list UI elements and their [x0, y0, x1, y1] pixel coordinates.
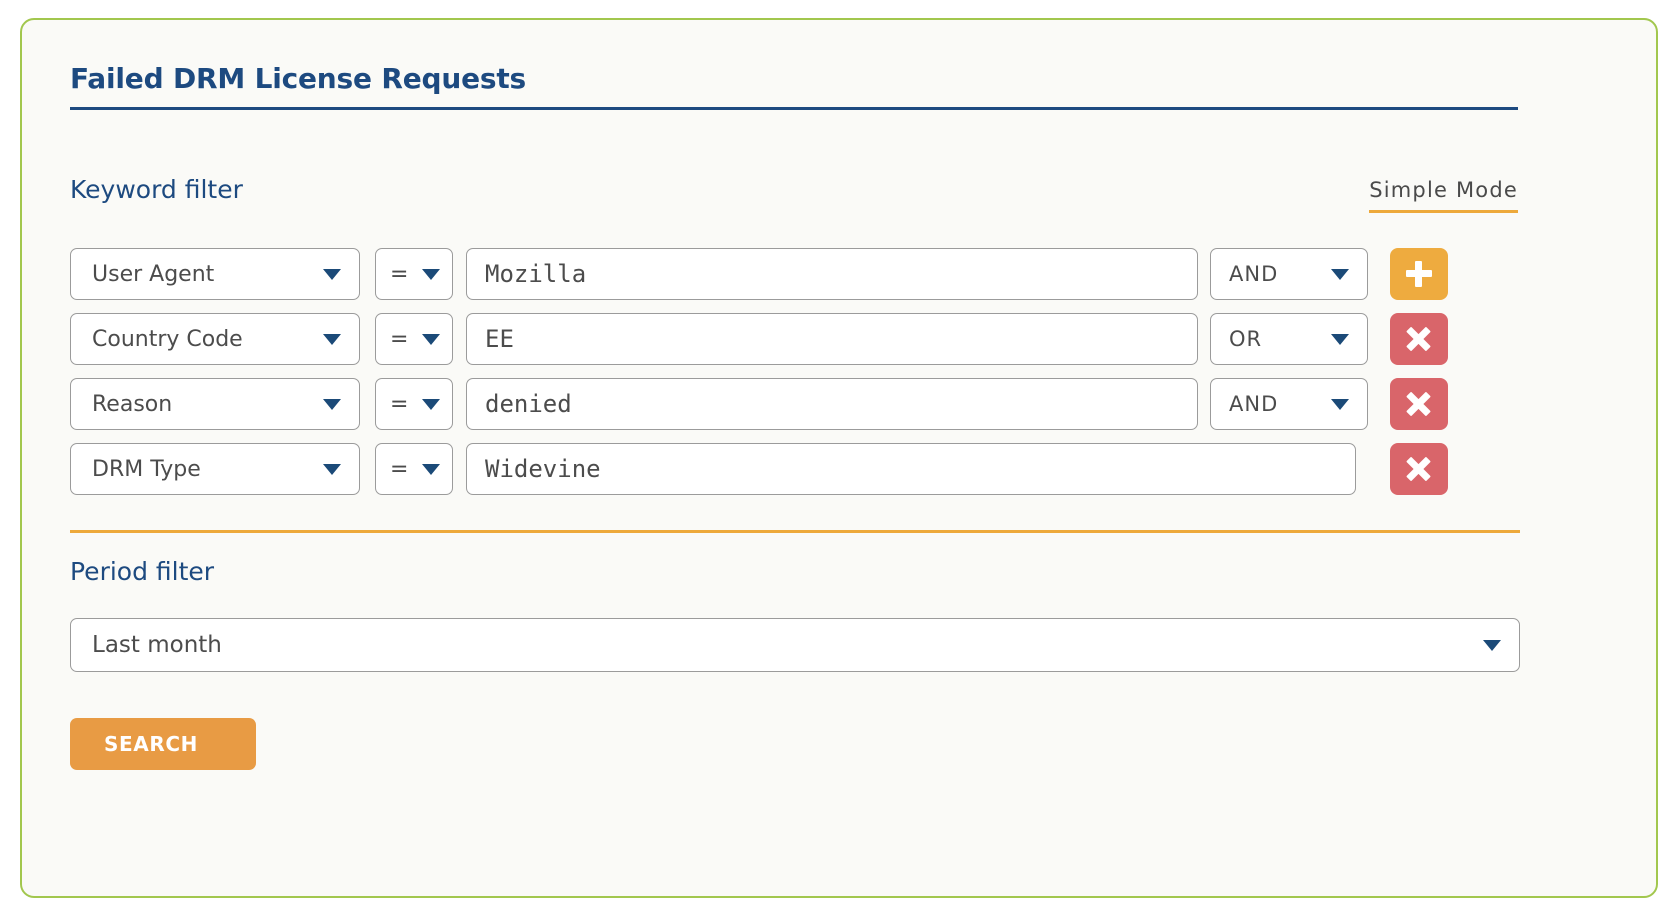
operator-select-label-2: =	[390, 391, 409, 417]
field-select-3[interactable]: DRM Type	[70, 443, 360, 495]
remove-filter-button-2[interactable]	[1390, 378, 1448, 430]
value-input-1[interactable]: EE	[466, 313, 1198, 365]
period-filter-label: Period filter	[70, 557, 215, 586]
logic-select-label-2: AND	[1229, 392, 1279, 416]
operator-select-label-1: =	[390, 326, 409, 352]
value-input-text-3: Widevine	[485, 455, 601, 483]
chevron-down-icon	[422, 463, 440, 475]
chevron-down-icon	[1331, 268, 1349, 280]
operator-select-1[interactable]: =	[375, 313, 453, 365]
field-select-label-0: User Agent	[92, 261, 215, 287]
period-select-label: Last month	[92, 632, 222, 658]
table-row: DRM Type = Widevine	[70, 443, 1540, 495]
value-input-text-1: EE	[485, 325, 514, 353]
chevron-down-icon	[1331, 333, 1349, 345]
chevron-down-icon	[323, 463, 341, 475]
chevron-down-icon	[323, 398, 341, 410]
operator-select-label-3: =	[390, 456, 409, 482]
section-divider	[70, 530, 1520, 533]
field-select-2[interactable]: Reason	[70, 378, 360, 430]
logic-select-label-1: OR	[1229, 327, 1263, 351]
field-select-0[interactable]: User Agent	[70, 248, 360, 300]
operator-select-0[interactable]: =	[375, 248, 453, 300]
panel-header: Failed DRM License Requests	[70, 62, 1518, 110]
table-row: Reason = denied AND	[70, 378, 1540, 430]
field-select-1[interactable]: Country Code	[70, 313, 360, 365]
search-button[interactable]: SEARCH	[70, 718, 256, 770]
chevron-down-icon	[1331, 398, 1349, 410]
field-select-label-1: Country Code	[92, 326, 243, 352]
simple-mode-toggle[interactable]: Simple Mode	[1369, 178, 1518, 213]
value-input-text-2: denied	[485, 390, 572, 418]
logic-select-0[interactable]: AND	[1210, 248, 1368, 300]
period-select[interactable]: Last month	[70, 618, 1520, 672]
remove-filter-button-3[interactable]	[1390, 443, 1448, 495]
table-row: User Agent = Mozilla AND	[70, 248, 1540, 300]
close-icon	[1406, 326, 1432, 352]
chevron-down-icon	[323, 333, 341, 345]
close-icon	[1406, 456, 1432, 482]
operator-select-2[interactable]: =	[375, 378, 453, 430]
field-select-label-3: DRM Type	[92, 456, 201, 482]
field-select-label-2: Reason	[92, 391, 173, 417]
value-input-3[interactable]: Widevine	[466, 443, 1356, 495]
filter-panel: Failed DRM License Requests Keyword filt…	[20, 18, 1658, 898]
chevron-down-icon	[1483, 639, 1501, 651]
page-title: Failed DRM License Requests	[70, 62, 526, 95]
filter-row-list: User Agent = Mozilla AND Country Code	[70, 248, 1540, 508]
value-input-2[interactable]: denied	[466, 378, 1198, 430]
chevron-down-icon	[422, 333, 440, 345]
add-filter-button[interactable]	[1390, 248, 1448, 300]
logic-select-label-0: AND	[1229, 262, 1279, 286]
table-row: Country Code = EE OR	[70, 313, 1540, 365]
logic-select-2[interactable]: AND	[1210, 378, 1368, 430]
plus-icon	[1406, 261, 1432, 287]
chevron-down-icon	[422, 268, 440, 280]
operator-select-3[interactable]: =	[375, 443, 453, 495]
remove-filter-button-1[interactable]	[1390, 313, 1448, 365]
keyword-filter-label: Keyword filter	[70, 175, 243, 204]
chevron-down-icon	[422, 398, 440, 410]
keyword-filter-header: Keyword filter Simple Mode	[70, 175, 1518, 221]
operator-select-label-0: =	[390, 261, 409, 287]
close-icon	[1406, 391, 1432, 417]
value-input-0[interactable]: Mozilla	[466, 248, 1198, 300]
title-divider	[70, 107, 1518, 110]
value-input-text-0: Mozilla	[485, 260, 587, 288]
chevron-down-icon	[323, 268, 341, 280]
logic-select-1[interactable]: OR	[1210, 313, 1368, 365]
